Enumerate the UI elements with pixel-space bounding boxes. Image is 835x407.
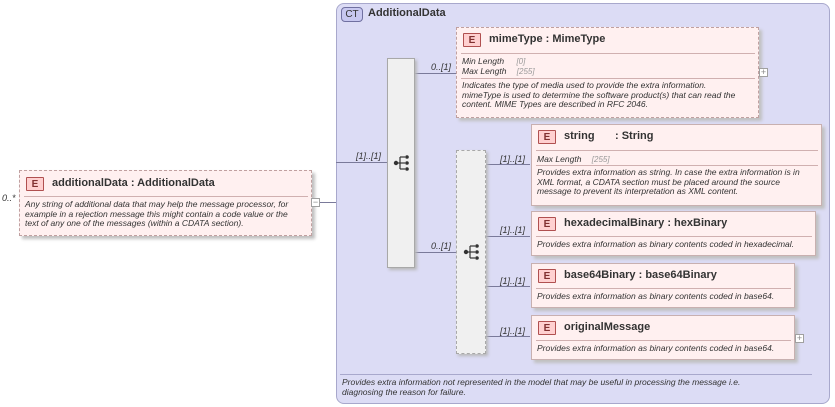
root-cardinality: 0..* <box>2 193 16 203</box>
element-divider <box>536 236 812 237</box>
element-name: base64Binary : base64Binary <box>564 269 717 281</box>
connector-line <box>320 202 336 203</box>
element-name: mimeType : MimeType <box>489 33 606 45</box>
collapse-toggle[interactable]: − <box>311 197 320 207</box>
element-divider <box>536 288 791 289</box>
root-element-box[interactable]: E additionalData : AdditionalData Any st… <box>19 170 312 236</box>
connector-line <box>415 252 456 253</box>
element-name: additionalData : AdditionalData <box>52 177 215 189</box>
hex-element-box[interactable]: E hexadecimalBinary : hexBinary Provides… <box>531 211 816 256</box>
element-type: : String <box>615 130 654 142</box>
element-name: hexadecimalBinary : hexBinary <box>564 217 728 229</box>
connector-line <box>486 286 530 287</box>
connector-line <box>486 236 530 237</box>
element-divider <box>536 150 818 151</box>
connector-line <box>336 162 387 163</box>
connector-line <box>486 164 530 165</box>
original-element-box[interactable]: E originalMessage Provides extra informa… <box>531 315 795 360</box>
choice-compositor[interactable] <box>456 150 486 354</box>
element-doc-line: Provides extra information as binary con… <box>537 343 775 353</box>
element-doc: Any string of additional data that may h… <box>25 199 310 229</box>
sequence-icon <box>393 155 409 171</box>
mimetype-cardinality: 0..[1] <box>431 62 452 72</box>
complex-type-doc-line: diagnosing the reason for failure. <box>342 387 466 397</box>
element-doc-line: text of any one of the messages (within … <box>25 218 244 228</box>
expand-toggle[interactable]: + <box>795 333 804 343</box>
facet-value: [0] <box>516 57 526 66</box>
element-doc: Provides extra information as binary con… <box>537 239 815 250</box>
facet-label: Min Length <box>462 56 505 66</box>
choice-icon <box>463 244 479 260</box>
facet-value: [255] <box>591 155 610 164</box>
element-divider <box>24 196 308 197</box>
element-doc-line: Indicates the type of media used to prov… <box>462 80 707 90</box>
element-doc-line: Provides extra information as binary con… <box>537 239 795 249</box>
element-doc-line: XML format, a CDATA section must be plac… <box>537 176 780 187</box>
element-divider <box>536 340 791 341</box>
complex-type-doc: Provides extra information not represent… <box>342 377 812 397</box>
connector-line <box>486 336 530 337</box>
mimetype-element-box[interactable]: E mimeType : MimeType Min Length [0] Max… <box>456 27 759 118</box>
element-badge: E <box>538 130 556 144</box>
complex-type-badge: CT <box>341 7 363 22</box>
facet-label: Max Length <box>462 66 507 76</box>
connector-line <box>415 73 456 74</box>
element-name: string <box>564 130 595 142</box>
base64-cardinality: [1]..[1] <box>500 276 526 286</box>
facet-value: [255] <box>516 67 535 76</box>
element-badge: E <box>26 177 44 191</box>
element-badge: E <box>538 321 556 335</box>
string-element-box[interactable]: E string : String Max Length [255] Provi… <box>531 124 822 206</box>
element-doc-line: mimeType is used to determine the softwa… <box>462 89 736 100</box>
facet-row: Max Length [255] <box>462 66 535 77</box>
sequence-cardinality: [1]..[1] <box>356 151 382 161</box>
complex-type-divider <box>340 374 812 375</box>
element-doc: Provides extra information as binary con… <box>537 343 794 354</box>
facet-label: Max Length <box>537 154 582 164</box>
string-cardinality: [1]..[1] <box>500 154 526 164</box>
element-divider <box>461 78 755 79</box>
sequence-compositor[interactable] <box>387 58 415 268</box>
element-badge: E <box>538 269 556 283</box>
element-doc-line: Provides extra information as string. In… <box>537 167 800 177</box>
base64-element-box[interactable]: E base64Binary : base64Binary Provides e… <box>531 263 795 308</box>
expand-toggle[interactable]: + <box>759 67 768 77</box>
original-cardinality: [1]..[1] <box>500 326 526 336</box>
complex-type-doc-line: Provides extra information not represent… <box>342 377 741 387</box>
element-doc-line: content. MIME Types are described in RFC… <box>462 99 648 109</box>
element-doc-line: Provides extra information as binary con… <box>537 291 775 301</box>
facet-row: Max Length [255] <box>537 154 610 165</box>
element-doc: Provides extra information as string. In… <box>537 167 821 197</box>
facet-row: Min Length [0] <box>462 56 525 67</box>
element-doc-line: Any string of additional data that may h… <box>25 199 289 209</box>
element-badge: E <box>463 33 481 47</box>
element-doc-line: message to prevent its interpretation as… <box>537 186 739 196</box>
element-doc-line: example in a rejection message this migh… <box>25 208 288 219</box>
element-divider <box>461 53 755 54</box>
element-doc: Indicates the type of media used to prov… <box>462 80 758 110</box>
element-doc: Provides extra information as binary con… <box>537 291 794 302</box>
choice-cardinality: 0..[1] <box>431 241 452 251</box>
element-divider <box>536 165 818 166</box>
complex-type-name: AdditionalData <box>368 7 446 19</box>
element-name: originalMessage <box>564 321 651 333</box>
element-badge: E <box>538 217 556 231</box>
hex-cardinality: [1]..[1] <box>500 225 526 235</box>
